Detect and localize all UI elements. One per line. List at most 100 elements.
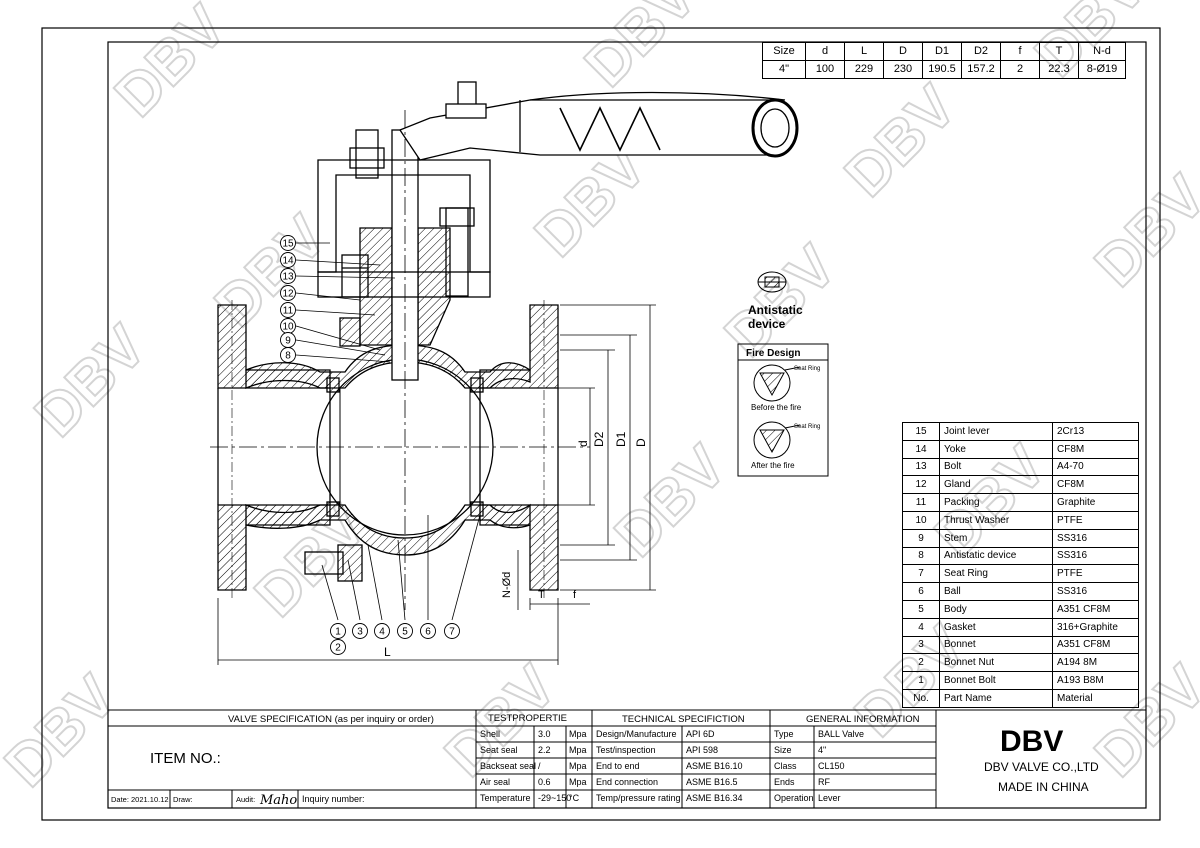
callout-number-6: 6 (425, 627, 431, 638)
parts-cell-material: CF8M (1052, 439, 1139, 459)
parts-cell-name: Bonnet (939, 635, 1053, 655)
parts-header-no: No. (902, 688, 940, 708)
tech-value: ASME B16.5 (686, 777, 738, 787)
dim-label-D2: D2 (592, 431, 606, 447)
fire-after-label: After the fire (751, 461, 795, 470)
watermark-text: DBV (102, 0, 239, 129)
parts-cell-no: 5 (902, 599, 940, 619)
tech-value: ASME B16.10 (686, 761, 743, 771)
watermark-text: DBV (0, 662, 129, 799)
parts-cell-no: 10 (902, 510, 940, 530)
gen-value: 4" (818, 745, 826, 755)
callout-number-10: 10 (282, 322, 294, 333)
parts-cell-no: 3 (902, 635, 940, 655)
test-name: Air seal (480, 777, 510, 787)
tech-name: Design/Manufacture (596, 729, 677, 739)
callout-circle-1 (330, 623, 346, 639)
dimension-value-cell: 4" (762, 60, 806, 79)
callout-number-12: 12 (282, 289, 294, 300)
tech-value: ASME B16.34 (686, 793, 743, 803)
dimension-header-cell: L (844, 42, 884, 61)
gen-name: Class (774, 761, 797, 771)
inner-border (107, 41, 1147, 809)
callout-number-5: 5 (402, 627, 408, 638)
valve-spec-title: VALVE SPECIFICATION (as per inquiry or o… (228, 714, 434, 725)
parts-cell-name: Bonnet Nut (939, 653, 1053, 673)
tech-value: API 598 (686, 745, 718, 755)
callout-circle-6 (420, 623, 436, 639)
test-value: 3.0 (538, 729, 551, 739)
fire-design-title: Fire Design (746, 348, 800, 359)
callout-number-1: 1 (335, 627, 341, 638)
parts-cell-no: 9 (902, 528, 940, 548)
dim-label-f: f (573, 589, 577, 601)
audit-label: Audit: (236, 795, 255, 804)
test-name: Backseat seal (480, 761, 536, 771)
parts-cell-material: SS316 (1052, 528, 1139, 548)
date-text: Date: 2021.10.12 (111, 795, 169, 804)
dimension-value-cell: 230 (883, 60, 923, 79)
callout-number-2: 2 (335, 643, 341, 654)
gen-value: RF (818, 777, 830, 787)
callout-circle-3 (352, 623, 368, 639)
parts-cell-material: Graphite (1052, 493, 1139, 512)
gen-name: Ends (774, 777, 795, 787)
parts-cell-name: Body (939, 599, 1053, 619)
made-in: MADE IN CHINA (998, 780, 1089, 794)
callout-number-7: 7 (449, 627, 455, 638)
dimension-header-cell: f (1000, 42, 1040, 61)
test-title: TESTPROPERTIE (488, 713, 567, 724)
dimension-value-cell: 8-Ø19 (1078, 60, 1126, 79)
inquiry-label: Inquiry number: (302, 794, 365, 804)
parts-cell-no: 11 (902, 493, 940, 512)
parts-cell-no: 2 (902, 653, 940, 673)
parts-cell-no: 15 (902, 422, 940, 441)
callout-number-3: 3 (357, 627, 363, 638)
test-value: 2.2 (538, 745, 551, 755)
test-value: / (538, 761, 541, 771)
item-no-label: ITEM NO.: (150, 750, 221, 767)
gen-title: GENERAL INFORMATION (806, 714, 920, 725)
parts-cell-no: 4 (902, 617, 940, 637)
company-name: DBV VALVE CO.,LTD (984, 760, 1099, 774)
callout-circle-5 (397, 623, 413, 639)
parts-cell-no: 1 (902, 671, 940, 690)
gen-name: Size (774, 745, 792, 755)
test-unit: °C (569, 793, 580, 803)
fire-before-label: Before the fire (751, 403, 802, 412)
parts-cell-name: Antistatic device (939, 546, 1053, 566)
dim-label-D: D (634, 438, 648, 447)
callout-circle-4 (374, 623, 390, 639)
test-unit: Mpa (569, 761, 587, 771)
parts-cell-name: Yoke (939, 439, 1053, 459)
callout-number-14: 14 (282, 256, 294, 267)
parts-cell-material: CF8M (1052, 475, 1139, 495)
dimension-value-cell: 22.3 (1039, 60, 1079, 79)
parts-cell-material: 316+Graphite (1052, 617, 1139, 637)
callout-leaders (295, 242, 481, 621)
parts-cell-material: A4-70 (1052, 457, 1139, 477)
antistatic-title-1: Antistatic (748, 303, 803, 317)
dimension-header-cell: D2 (961, 42, 1001, 61)
parts-cell-no: 14 (902, 439, 940, 459)
watermark-text: DBV (832, 72, 969, 209)
antistatic-icon (757, 271, 787, 293)
callout-number-13: 13 (282, 272, 294, 283)
parts-cell-material: SS316 (1052, 546, 1139, 566)
tech-name: End to end (596, 761, 640, 771)
outer-border (41, 27, 1161, 821)
tech-name: End connection (596, 777, 658, 787)
tech-value: API 6D (686, 729, 715, 739)
dimension-value-cell: 229 (844, 60, 884, 79)
dimension-value-cell: 2 (1000, 60, 1040, 79)
parts-cell-material: 2Cr13 (1052, 422, 1139, 441)
dimension-header-cell: d (805, 42, 845, 61)
